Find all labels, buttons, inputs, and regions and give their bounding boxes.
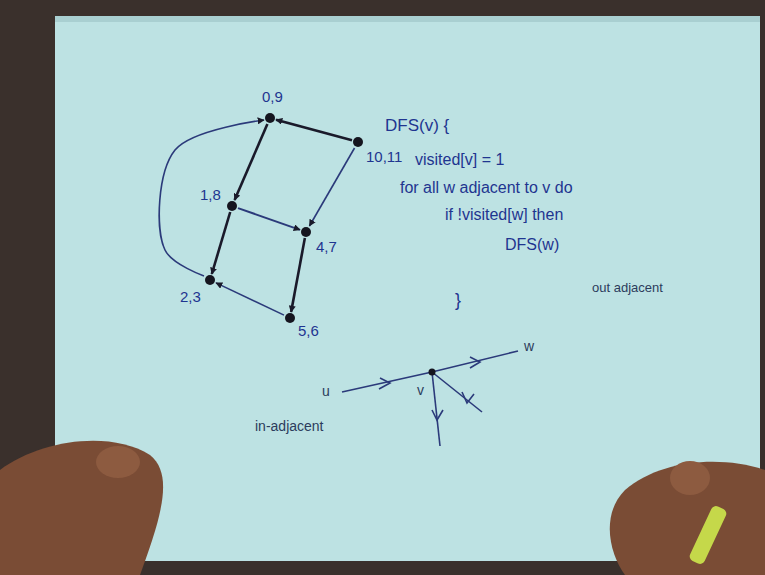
sketch-label: out adjacent <box>592 280 663 296</box>
graph-vertex: 4,7 <box>301 227 311 237</box>
pseudocode-line: if !visited[w] then <box>445 205 563 224</box>
dfs-number: 1,8 <box>200 186 221 204</box>
graph-vertex: 0,9 <box>265 113 275 123</box>
graph-vertex: 10,11 <box>353 137 363 147</box>
right-hand <box>610 462 765 575</box>
right-finger <box>670 461 710 495</box>
adjacency-sketch <box>342 351 518 446</box>
out-edge-line <box>432 372 482 412</box>
graph-edge <box>309 148 354 226</box>
pseudocode-line: DFS(v) { <box>385 116 449 136</box>
sketch-label: u <box>322 383 330 400</box>
graph-edge <box>291 238 305 312</box>
arrow-chevron <box>379 378 390 389</box>
graph-vertex: 1,8 <box>227 201 237 211</box>
graph-edge <box>276 120 352 141</box>
dfs-number: 5,6 <box>298 322 319 340</box>
dfs-number: 0,9 <box>262 88 283 106</box>
pseudocode-line: DFS(w) <box>505 235 559 254</box>
graph-edge <box>235 124 268 200</box>
graph-vertex: 2,3 <box>205 275 215 285</box>
dfs-number: 4,7 <box>316 238 337 256</box>
arrow-chevron <box>462 392 474 403</box>
sketch-label: in-adjacent <box>255 418 324 435</box>
sketch-label: v <box>417 382 424 399</box>
left-thumb <box>96 446 140 478</box>
out-edge-line <box>432 372 440 446</box>
graph-edge <box>159 120 264 276</box>
sketch-vertex <box>429 369 436 376</box>
dfs-number: 10,11 <box>366 148 402 166</box>
hands <box>0 441 765 575</box>
paper-edge <box>55 16 760 22</box>
graph-edge <box>212 212 230 274</box>
highlighter-pen <box>688 504 728 565</box>
graph-edge <box>238 208 300 230</box>
arrow-chevron <box>432 410 443 420</box>
sketch-label: w <box>524 338 534 355</box>
arrow-chevron <box>470 357 480 368</box>
graph-vertex: 5,6 <box>285 313 295 323</box>
graph-edge <box>216 283 284 315</box>
pseudocode-line: for all w adjacent to v do <box>400 178 573 197</box>
pseudocode-line: visited[v] = 1 <box>415 150 504 169</box>
out-edge-line <box>432 351 518 372</box>
left-hand <box>0 441 163 575</box>
dfs-number: 2,3 <box>180 288 201 306</box>
pseudocode-line: } <box>455 290 461 312</box>
